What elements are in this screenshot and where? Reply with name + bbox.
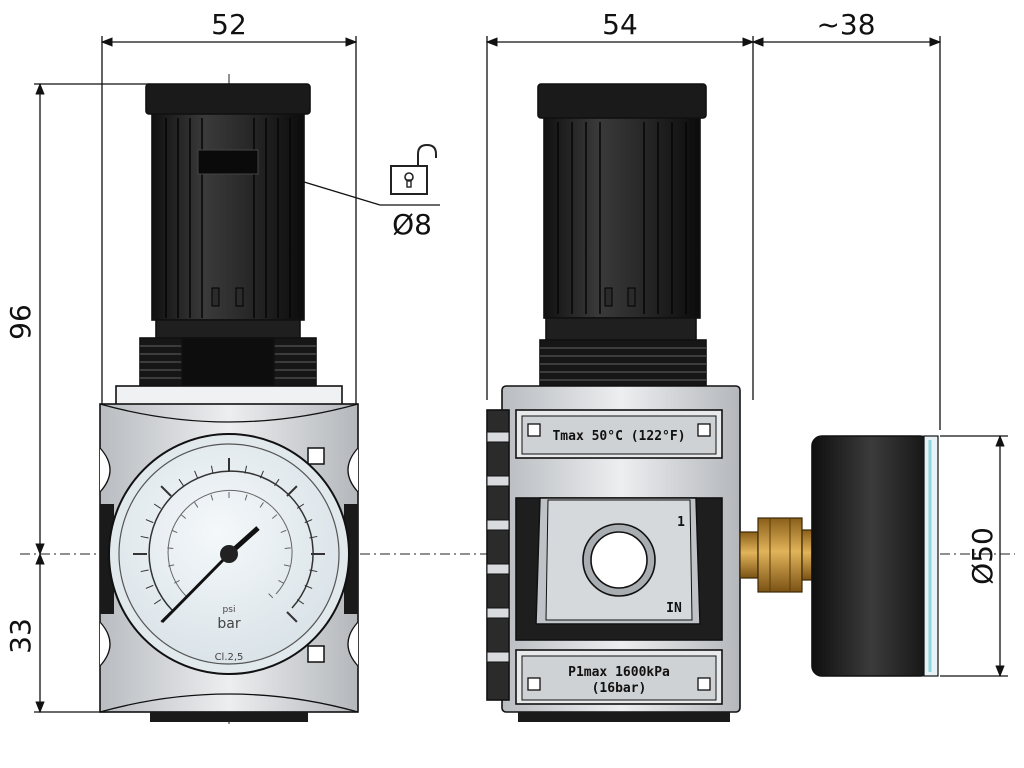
gauge-ticks [133,458,325,623]
gauge-inner-tick [284,547,291,550]
dim-gauge-diameter: Ø50 [966,527,999,585]
gauge-tick [296,503,305,509]
gauge-tick [194,470,199,479]
gauge-tick [286,611,298,623]
gauge-inner-tick [167,547,174,550]
gauge-tick [140,569,149,573]
dim-front-width: 52 [211,8,247,41]
gauge-tick [296,599,305,605]
pressure-gauge-front: psi bar Cl.2,5 [108,433,350,675]
label-p1max: P1max 1600kPa [568,665,670,680]
pressure-gauge-side [811,435,939,677]
side-view: Tmax 50°C (122°F) P1max 1600kPa (16bar) … [486,83,939,722]
gauge-tick [274,478,280,487]
gauge-inner-tick [278,579,284,584]
gauge-inner-tick [268,593,274,599]
gauge-tick [244,465,248,474]
gauge-tick [259,470,264,479]
gauge-inner-tick [171,529,178,534]
port-label: IN [666,601,682,616]
label-p1max-bar: (16bar) [592,681,647,696]
dim-height-upper: 96 [4,304,37,340]
gauge-inner-tick [271,514,278,519]
label-tmax: Tmax 50°C (122°F) [552,429,685,444]
dim-side-width: 54 [602,8,638,41]
gauge-inner-tick [280,529,287,534]
gauge-tick [160,485,172,497]
side-knob [537,83,707,341]
gauge-inner-tick [180,514,187,519]
side-body [486,385,741,722]
gauge-inner-tick [210,494,214,501]
gauge-inner-tick [283,564,290,567]
gauge-inner-tick [194,502,199,508]
brass-fitting [739,517,813,593]
padlock-open-icon [390,143,437,195]
gauge-inner-tick [259,502,264,508]
gauge-tick [178,478,184,487]
dim-gauge-depth: ~38 [816,8,875,41]
front-view: psi bar Cl.2,5 [99,83,359,722]
gauge-tick [153,599,162,605]
front-knob [145,83,311,339]
gauge-inner-tick [168,564,175,567]
gauge-tick [145,519,154,524]
gauge-tick [309,569,318,573]
gauge-tick [304,584,313,589]
gauge-tick [304,519,313,524]
gauge-inner-tick [174,579,180,584]
dim-lock-hole: Ø8 [392,208,432,241]
gauge-accuracy-class: Cl.2,5 [215,652,244,663]
gauge-tick [140,535,149,539]
gauge-unit-psi: psi [223,605,236,615]
gauge-tick [309,535,318,539]
dim-height-lower: 33 [4,618,37,654]
gauge-tick [153,503,162,509]
gauge-tick [145,584,154,589]
gauge-tick [210,465,214,474]
port-number: 1 [677,515,685,530]
gauge-tick [286,485,298,497]
front-thread [139,337,317,387]
gauge-unit-bar: bar [217,616,240,632]
gauge-inner-tick [244,494,248,501]
side-thread [539,339,707,387]
